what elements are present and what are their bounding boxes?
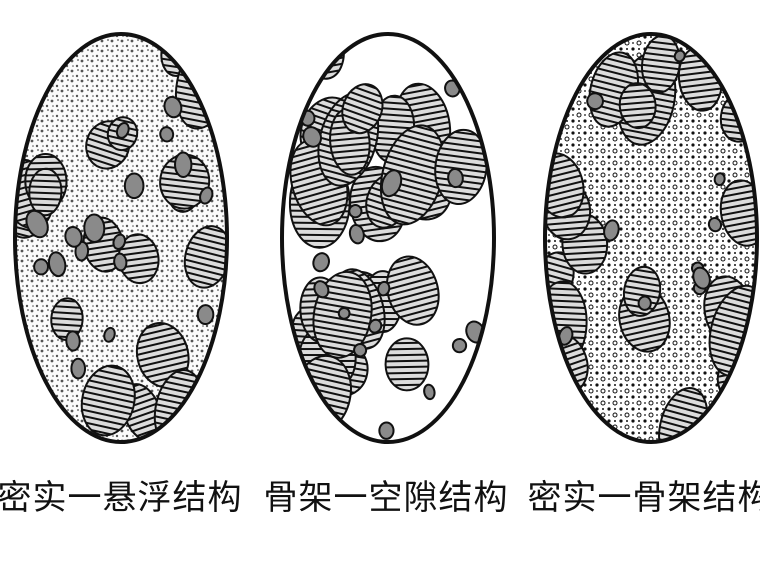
fine-aggregate <box>348 204 363 219</box>
fine-aggregate <box>65 330 81 352</box>
fine-aggregate <box>174 151 193 178</box>
coarse-aggregate <box>386 255 440 326</box>
fine-aggregate <box>692 266 711 290</box>
fine-aggregate <box>423 383 436 401</box>
panel-dense-suspended <box>10 28 232 448</box>
fine-aggregate <box>353 342 368 358</box>
fine-aggregate <box>25 209 49 239</box>
coarse-aggregate <box>384 337 430 392</box>
fine-aggregate <box>83 213 106 243</box>
boundary-circle-2 <box>280 32 496 444</box>
coarse-aggregate <box>618 82 657 130</box>
caption-skeleton-void: 骨架一空隙结构 <box>263 478 509 518</box>
aggregate-group-2 <box>282 34 491 440</box>
fine-aggregate <box>15 38 27 54</box>
boundary-circle-3 <box>543 32 759 444</box>
fine-aggregate <box>348 223 365 245</box>
fine-aggregate <box>637 295 652 311</box>
fine-aggregate <box>586 92 604 111</box>
fine-aggregate <box>103 326 116 343</box>
fine-aggregate <box>64 225 83 248</box>
fine-aggregate <box>196 304 215 326</box>
coarse-aggregate <box>183 225 227 289</box>
fine-aggregate <box>713 172 726 187</box>
fine-aggregate <box>380 169 403 198</box>
fine-aggregate <box>115 122 130 139</box>
fine-aggregate <box>159 126 175 143</box>
fine-aggregate <box>603 219 620 242</box>
fine-aggregate <box>558 326 574 346</box>
fine-aggregate <box>312 252 330 273</box>
fine-aggregate <box>33 258 50 276</box>
coarse-aggregate <box>80 364 136 437</box>
fine-aggregate <box>447 168 464 189</box>
fine-aggregate <box>451 337 468 354</box>
diagram-dense-suspended <box>13 32 229 444</box>
fine-aggregate <box>368 318 383 334</box>
fine-aggregate <box>313 280 330 299</box>
fine-aggregate <box>673 49 686 63</box>
fine-aggregate <box>378 421 395 440</box>
fine-aggregate <box>163 95 183 119</box>
caption-dense-skeleton: 密实一骨架结构 <box>527 478 760 518</box>
fine-aggregate <box>123 172 145 200</box>
fine-aggregate <box>47 251 67 278</box>
fine-aggregate <box>70 357 87 380</box>
fine-aggregate <box>377 280 391 297</box>
panel-dense-skeleton <box>540 28 760 448</box>
fine-aggregate <box>74 240 90 262</box>
fine-aggregate <box>302 126 323 148</box>
fine-aggregate <box>707 216 723 233</box>
fine-aggregate <box>112 233 127 250</box>
fine-aggregate <box>113 252 128 272</box>
diagram-dense-skeleton <box>543 32 759 444</box>
panel-skeleton-void <box>277 28 499 448</box>
fine-aggregate <box>180 416 202 440</box>
diagram-skeleton-void <box>280 32 496 444</box>
caption-dense-suspended: 密实一悬浮结构 <box>0 478 243 518</box>
fine-aggregate <box>337 306 351 320</box>
fine-aggregate <box>199 186 214 205</box>
boundary-circle-1 <box>13 32 229 444</box>
fine-aggregate <box>473 86 491 106</box>
coarse-aggregate <box>341 83 384 135</box>
coarse-aggregate <box>28 167 63 217</box>
